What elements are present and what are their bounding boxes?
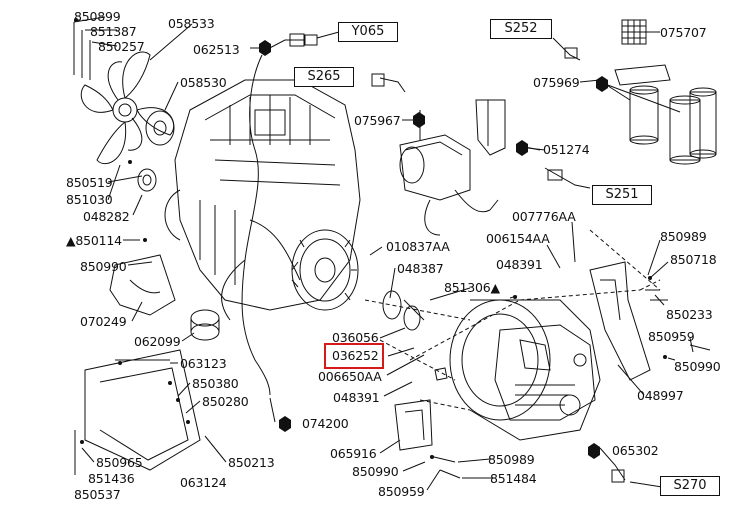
part-label-850280: 850280	[202, 394, 249, 409]
part-label-850718: 850718	[670, 252, 717, 267]
part-label-048387: 048387	[397, 261, 444, 276]
part-label-851306: 851306▲	[444, 280, 500, 295]
part-label-850989-right: 850989	[660, 229, 707, 244]
connector-box-s270: S270	[660, 476, 720, 496]
part-label-006650AA: 006650AA	[318, 369, 382, 384]
connector-box-s265: S265	[294, 67, 354, 87]
hex-markers	[259, 40, 608, 459]
part-label-062099: 062099	[134, 334, 181, 349]
hydraulic-pump-drawing	[371, 73, 499, 236]
highlight-box-036252	[324, 343, 384, 369]
part-label-075967: 075967	[354, 113, 401, 128]
part-label-850899: 850899	[74, 9, 121, 24]
part-label-850990-bottom: 850990	[352, 464, 399, 479]
part-label-036252: 036252	[332, 348, 379, 363]
part-label-058530: 058530	[180, 75, 227, 90]
part-label-850959-bottom: 850959	[378, 484, 425, 499]
part-label-075969: 075969	[533, 75, 580, 90]
hex-marker-051274	[516, 140, 528, 156]
part-label-062513: 062513	[193, 42, 240, 57]
part-label-063123: 063123	[180, 356, 227, 371]
part-label-074200: 074200	[302, 416, 349, 431]
part-label-007776AA: 007776AA	[512, 209, 576, 224]
bolt-dots	[74, 18, 667, 459]
part-label-048282: 048282	[83, 209, 130, 224]
part-label-850257: 850257	[98, 39, 145, 54]
hex-marker-062513	[259, 40, 271, 56]
part-label-850990-right: 850990	[674, 359, 721, 374]
part-label-850537: 850537	[74, 487, 121, 502]
part-label-850233: 850233	[666, 307, 713, 322]
hex-marker-075969	[596, 76, 608, 92]
part-label-006154AA: 006154AA	[486, 231, 550, 246]
part-label-851387: 851387	[90, 24, 137, 39]
transmission-drawing	[382, 290, 601, 441]
part-label-850380: 850380	[192, 376, 239, 391]
part-label-036056: 036056	[332, 330, 379, 345]
connector-box-s252: S252	[490, 19, 552, 39]
dashed-leaders	[364, 229, 661, 411]
part-label-850213: 850213	[228, 455, 275, 470]
part-label-850959-right: 850959	[648, 329, 695, 344]
part-label-063124: 063124	[180, 475, 227, 490]
part-label-850990-left: 850990	[80, 259, 127, 274]
part-label-010837AA: 010837AA	[386, 239, 450, 254]
part-label-048391-top: 048391	[496, 257, 543, 272]
part-label-065302: 065302	[612, 443, 659, 458]
part-label-070249: 070249	[80, 314, 127, 329]
part-label-850519: 850519	[66, 175, 113, 190]
part-label-051274: 051274	[543, 142, 590, 157]
hex-marker-065302	[588, 443, 600, 459]
connector-box-y065: Y065	[338, 22, 398, 42]
part-label-851436: 851436	[88, 471, 135, 486]
leader-lines	[73, 16, 694, 491]
connector-box-s251: S251	[592, 185, 652, 205]
part-label-850114: ▲850114	[66, 233, 122, 248]
hex-marker-075967	[413, 112, 425, 128]
fan-drawing	[80, 51, 175, 165]
hex-marker-074200	[279, 416, 291, 432]
part-label-058533: 058533	[168, 16, 215, 31]
part-label-851030: 851030	[66, 192, 113, 207]
pulley-drawing	[137, 110, 175, 192]
part-label-851484: 851484	[490, 471, 537, 486]
guard-drawing	[74, 349, 201, 475]
filter-drawing	[614, 19, 717, 165]
part-label-048391-bottom: 048391	[333, 390, 380, 405]
part-label-065916: 065916	[330, 446, 377, 461]
part-label-850965: 850965	[96, 455, 143, 470]
part-label-048997: 048997	[637, 388, 684, 403]
part-label-075707: 075707	[660, 25, 707, 40]
part-label-850989-bottom: 850989	[488, 452, 535, 467]
